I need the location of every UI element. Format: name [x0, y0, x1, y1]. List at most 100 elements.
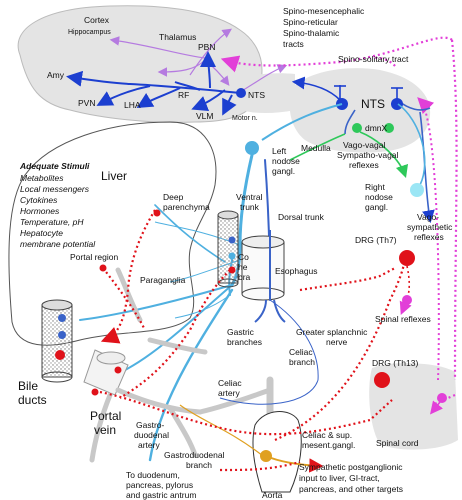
label-gd-branch-2: branch — [186, 460, 212, 470]
label-left-nodose-2: nodose — [272, 156, 300, 166]
label-esophagus: Esophagus — [275, 266, 318, 276]
label-lha: LHA — [124, 100, 141, 110]
label-gastric-1: Gastric — [227, 327, 255, 337]
label-vago-symp-2: sympathetic — [407, 222, 453, 232]
label-nts-medulla: NTS — [361, 97, 385, 111]
label-stim-7: membrane potential — [20, 239, 96, 249]
label-celiac-gangl-2: mesent.gangl. — [302, 440, 355, 450]
label-motor-n: Motor n. — [232, 115, 258, 122]
label-right-nodose-2: nodose — [365, 192, 393, 202]
hepatic-cylinder — [217, 210, 239, 288]
left-nodose-ganglion — [245, 141, 259, 155]
spinal-cord-neuron — [437, 393, 447, 403]
left-nodose-fiber — [261, 103, 343, 141]
label-right-nodose-3: gangl. — [365, 202, 388, 212]
drg-th7-neuron — [399, 250, 415, 266]
label-vago-symp-3: reflexes — [414, 232, 444, 242]
label-deep-parenchyma-1: Deep — [163, 192, 184, 202]
portal-region-node — [99, 264, 107, 272]
aorta-outline — [252, 411, 302, 493]
label-common-hepatic-1: Co — [238, 252, 249, 262]
label-celiac-branch-2: branch — [289, 357, 315, 367]
label-spino-1: Spino-mesencephalic — [283, 6, 365, 16]
spino-solitary-tract — [417, 97, 440, 381]
label-vlm: VLM — [196, 111, 213, 121]
label-spino-4: tracts — [283, 39, 304, 49]
label-stim-5: Temperature, pH — [20, 217, 84, 227]
celiac-branch-nerve — [219, 299, 319, 405]
label-gd-artery-1: Gastro- — [136, 420, 165, 430]
label-dorsal-trunk: Dorsal trunk — [278, 212, 325, 222]
label-left-nodose-3: gangl. — [272, 166, 295, 176]
label-ventral-trunk-2: trunk — [240, 202, 260, 212]
label-symp-2: input to liver, GI-tract, — [299, 473, 380, 483]
drg-th13-neuron — [374, 372, 390, 388]
brain-nts-node — [236, 88, 246, 98]
liver-red-node — [91, 388, 99, 396]
drg-th7-branch — [406, 265, 411, 301]
medulla-neurons — [289, 76, 435, 224]
label-to-duo-3: and gastric antrum — [126, 490, 196, 500]
label-deep-parenchyma-2: parenchyma — [163, 202, 210, 212]
label-spinal-reflexes: Spinal reflexes — [375, 314, 431, 324]
label-stim-4: Hormones — [20, 206, 60, 216]
label-bile-1: Bile — [18, 379, 38, 393]
spinal-cord-region — [369, 363, 458, 450]
label-vago-vagal-1: Vago-vagal — [343, 140, 385, 150]
label-spino-2: Spino-reticular — [283, 17, 338, 27]
label-common-hepatic-2: he — [238, 262, 248, 272]
label-common-hepatic-3: bra — [238, 272, 251, 282]
label-celiac-artery-2: artery — [218, 388, 240, 398]
label-to-duo-1: To duodenum, — [126, 470, 180, 480]
brain-pathways — [66, 51, 241, 116]
label-celiac-gangl-1: Celiac & sup. — [302, 430, 352, 440]
label-cortex: Cortex — [84, 15, 110, 25]
label-vago-symp-1: Vago- — [417, 212, 439, 222]
label-to-duo-2: pancreas, pylorus — [126, 480, 193, 490]
label-greater-spl-2: nerve — [326, 337, 348, 347]
label-pvn: PVN — [78, 98, 95, 108]
label-adequate-stimuli: Adequate Stimuli — [19, 161, 90, 171]
right-nodose-fiber — [397, 103, 426, 186]
label-symp-3: pancreas, and other targets — [299, 484, 403, 494]
label-pbn: PBN — [198, 42, 215, 52]
label-stim-2: Local messengers — [20, 184, 90, 194]
label-vago-vagal-2: Sympatho-vagal — [337, 150, 399, 160]
label-nts-brain: NTS — [248, 90, 265, 100]
label-bile-2: ducts — [18, 393, 47, 407]
esophagus-cylinder — [241, 230, 286, 323]
label-celiac-artery-1: Celiac — [218, 378, 242, 388]
vagal-trunks — [79, 153, 271, 462]
label-stim-6: Hepatocyte — [20, 228, 63, 238]
label-stim-1: Metabolites — [20, 173, 64, 183]
portal-vein-cylinder — [83, 349, 129, 396]
dmnx-left-neuron — [352, 123, 362, 133]
bile-duct-cylinder — [41, 299, 73, 383]
label-ventral-trunk-1: Ventral — [236, 192, 263, 202]
label-portal-vein-1: Portal — [90, 409, 121, 423]
nts-right-neuron — [391, 98, 403, 110]
label-spino-solitary: Spino-solitary tract — [338, 54, 409, 64]
spinal-cord-arrow — [430, 400, 443, 415]
label-greater-spl-1: Greater splanchnic — [296, 327, 368, 337]
sympathetic-fiber — [265, 455, 324, 473]
label-paraganglia: Paraganglia — [140, 275, 186, 285]
spinal-reflex-arrow — [399, 299, 412, 315]
label-aorta: Aorta — [262, 490, 283, 500]
label-gd-branch-1: Gastroduodenal — [164, 450, 225, 460]
label-spinal-cord: Spinal cord — [376, 438, 419, 448]
label-stim-3: Cytokines — [20, 195, 58, 205]
portal-vein-node — [114, 366, 122, 374]
label-gd-artery-3: artery — [138, 440, 160, 450]
label-drg-th7: DRG (Th7) — [355, 235, 397, 245]
label-drg-th13: DRG (Th13) — [372, 358, 418, 368]
label-spino-3: Spino-thalamic — [283, 28, 340, 38]
label-gd-artery-2: duodenal — [134, 430, 169, 440]
dmnx-right-neuron — [384, 123, 394, 133]
label-liver: Liver — [101, 169, 127, 183]
label-vago-vagal-3: reflexes — [349, 160, 379, 170]
label-rf: RF — [178, 90, 189, 100]
brainstem-outline — [232, 73, 295, 113]
